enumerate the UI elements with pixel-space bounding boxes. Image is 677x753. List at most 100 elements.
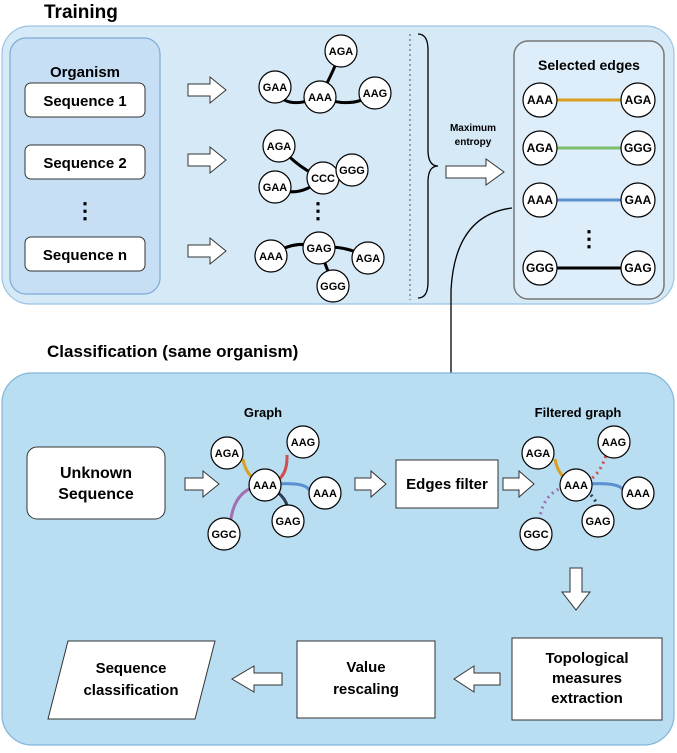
node-label: GAG	[624, 261, 651, 275]
node-circle	[262, 129, 296, 163]
sequence-ellipsis: ⋮	[74, 198, 96, 223]
node-label: AAG	[363, 88, 387, 100]
sequence-classification-box	[47, 640, 216, 720]
connector-edges-to-filter	[450, 207, 513, 452]
filtered-graph: AGA AAG AAA AAA GGC GAG	[519, 425, 655, 551]
node-label: CCC	[311, 173, 335, 185]
node-label: AAA	[626, 488, 650, 500]
max-entropy-label-1: Maximum	[450, 123, 496, 134]
node-label: AGA	[527, 141, 554, 155]
node-label: GGG	[339, 165, 365, 177]
classification-label-1: Sequence	[96, 660, 167, 677]
node-label: GAA	[263, 182, 288, 194]
training-title: Training	[44, 2, 118, 23]
arrow-seqn-graph	[187, 236, 227, 266]
sequence-2-label: Sequence 2	[43, 155, 126, 172]
node-circle	[522, 182, 558, 218]
node-circle	[302, 231, 336, 265]
node-circle	[258, 170, 292, 204]
topological-measures-box	[511, 637, 663, 721]
node-circle	[620, 250, 656, 286]
node-circle	[581, 504, 615, 538]
edges-filter-box	[395, 459, 499, 509]
arrow-graph-filter	[354, 469, 387, 499]
node-circle	[620, 82, 656, 118]
node-circle	[303, 80, 337, 114]
node-label: AAA	[259, 251, 283, 263]
node-label: AGA	[526, 448, 551, 460]
node-circle	[358, 76, 392, 110]
unknown-sequence-box	[26, 446, 166, 520]
unknown-label-1: Unknown	[60, 465, 132, 482]
topological-label-1: Topological	[545, 650, 628, 667]
node-circle	[207, 517, 241, 551]
organism-label: Organism	[50, 64, 120, 81]
selected-edge-row: GGG GAG	[522, 250, 656, 286]
node-circle	[351, 241, 385, 275]
node-label: GAG	[585, 516, 610, 528]
classification-graph: AGA AAG AAA AAA GGC GAG	[207, 425, 342, 551]
arrow-seq1-graph	[187, 75, 227, 105]
node-circle	[286, 425, 320, 459]
node-circle	[522, 82, 558, 118]
node-circle	[258, 70, 292, 104]
graph-title: Graph	[244, 405, 282, 420]
node-label: GGG	[526, 261, 554, 275]
training-graph-2: AGA CCC GGG GAA	[258, 129, 369, 204]
arrow-max-entropy	[445, 158, 505, 186]
node-circle	[620, 182, 656, 218]
node-label: AGA	[329, 46, 354, 58]
node-circle	[271, 504, 305, 538]
node-label: AGA	[356, 253, 381, 265]
arrow-seq2-graph	[187, 145, 227, 175]
node-label: GGG	[624, 141, 652, 155]
node-label: AAA	[527, 193, 553, 207]
node-circle	[522, 130, 558, 166]
node-label: AAA	[313, 488, 337, 500]
node-label: AGA	[625, 93, 652, 107]
arrow-filtered-topology	[560, 567, 592, 611]
sequence-box-1: Sequence 1	[24, 82, 146, 118]
arrow-topology-rescaling	[453, 665, 501, 693]
classification-label-2: classification	[83, 682, 178, 699]
node-label: AAA	[308, 92, 332, 104]
node-label: GAG	[306, 243, 331, 255]
node-label: AAA	[527, 93, 553, 107]
sequence-box-2: Sequence 2	[24, 144, 146, 180]
node-label: GAA	[263, 82, 288, 94]
edges-filter-label: Edges filter	[406, 476, 488, 493]
node-circle	[308, 476, 342, 510]
filtered-graph-title: Filtered graph	[535, 405, 622, 420]
selected-edges-ellipsis: ⋮	[578, 226, 600, 251]
node-label: AAG	[291, 437, 315, 449]
unknown-label-2: Sequence	[58, 486, 134, 503]
node-circle	[324, 34, 358, 68]
arrow-rescaling-classification	[231, 665, 283, 693]
value-rescaling-label-2: rescaling	[333, 681, 399, 698]
selected-edges-list: AAA AGA AGA GGG AAA GAA GGG GAG	[522, 82, 656, 286]
selected-edge-row: AAA AGA	[522, 82, 656, 118]
sequence-box-n: Sequence n	[24, 236, 146, 272]
node-circle	[621, 476, 655, 510]
topological-label-3: extraction	[551, 690, 623, 707]
node-circle	[620, 130, 656, 166]
node-label: GAA	[625, 193, 652, 207]
node-circle	[335, 153, 369, 187]
node-label: AGA	[215, 448, 240, 460]
arrow-filter-filtered	[502, 469, 535, 499]
node-circle	[522, 250, 558, 286]
node-label: AAA	[564, 480, 588, 492]
node-label: AAG	[602, 437, 626, 449]
node-label: GGC	[523, 529, 548, 541]
selected-edges-title: Selected edges	[538, 57, 640, 73]
selected-edge-row: AGA GGG	[522, 130, 656, 166]
node-circle	[559, 468, 593, 502]
training-graph-3: AAA GAG AGA GGG	[254, 231, 385, 303]
topological-label-2: measures	[552, 670, 622, 687]
node-circle	[248, 468, 282, 502]
node-label: GGG	[320, 281, 346, 293]
sequence-n-label: Sequence n	[43, 247, 127, 264]
classification-title: Classification (same organism)	[47, 342, 298, 361]
value-rescaling-label-1: Value	[346, 659, 385, 676]
